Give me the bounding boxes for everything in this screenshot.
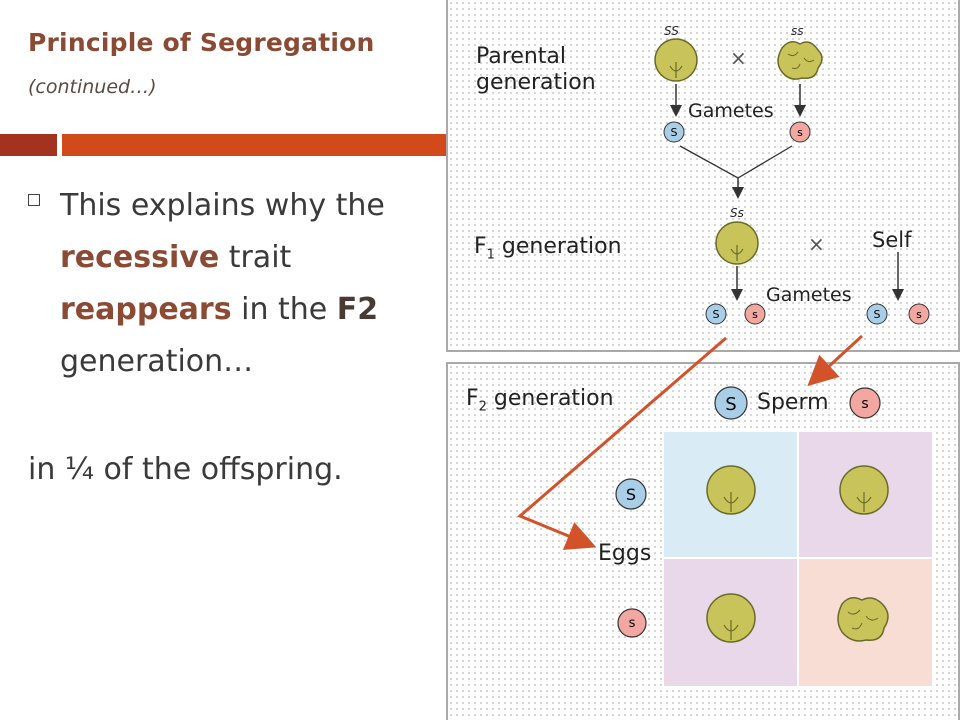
bullet-text: This explains why the recessive trait re… — [60, 180, 440, 388]
gametes-label-top: Gametes — [688, 100, 774, 122]
punnett-cell-0-0-genotype: SS — [720, 525, 744, 547]
f1-generation-label: F1 generation — [474, 234, 622, 262]
self-label: Self — [872, 228, 912, 252]
bullet-emphasis-f2: F2 — [336, 292, 379, 327]
eggs-label: Eggs — [598, 541, 652, 566]
accent-bar-dark — [0, 134, 57, 156]
punnett-cell-1-1-genotype: ss — [853, 654, 873, 676]
f1-label-sub: 1 — [486, 247, 495, 263]
f2-label-rest: generation — [486, 386, 614, 411]
bullet-emphasis-reappears: reappears — [60, 292, 232, 327]
gametes-label-bottom: Gametes — [766, 284, 852, 306]
sperm-label: Sperm — [757, 390, 829, 415]
followup-text: in ¼ of the offspring. — [28, 452, 343, 487]
punnett-square-panel — [446, 362, 960, 720]
f2-label-sub: 2 — [478, 399, 487, 415]
parental-generation-label: Parental generation — [476, 44, 596, 96]
parent1-genotype: SS — [664, 24, 679, 38]
punnett-cell-1-0-genotype: Ss — [721, 654, 743, 676]
punnett-cell-0-1-genotype: Ss — [853, 525, 875, 547]
bullet-text-part1: This explains why the — [60, 188, 385, 223]
f2-label-f: F — [466, 386, 479, 411]
bullet-text-part4: generation… — [60, 344, 254, 379]
bullet-text-part3: in the — [231, 292, 337, 327]
f1-label-rest: generation — [494, 234, 622, 259]
bullet-text-part2: trait — [219, 240, 292, 275]
f1-genotype: Ss — [730, 206, 744, 220]
accent-bar-orange — [62, 134, 446, 156]
parent2-genotype: ss — [791, 24, 804, 38]
f2-generation-label: F2 generation — [466, 386, 614, 414]
slide-title: Principle of Segregation — [28, 28, 375, 57]
parental-cross-symbol: × — [730, 46, 747, 70]
parental-label-line1: Parental — [476, 44, 567, 69]
bullet-emphasis-recessive: recessive — [60, 240, 220, 275]
f1-cross-symbol: × — [808, 232, 825, 256]
slide-subtitle: (continued…) — [28, 76, 157, 98]
bullet-square-icon — [28, 194, 40, 206]
parental-label-line2: generation — [476, 70, 596, 95]
panel-separator — [446, 354, 960, 362]
f1-label-f: F — [474, 234, 487, 259]
